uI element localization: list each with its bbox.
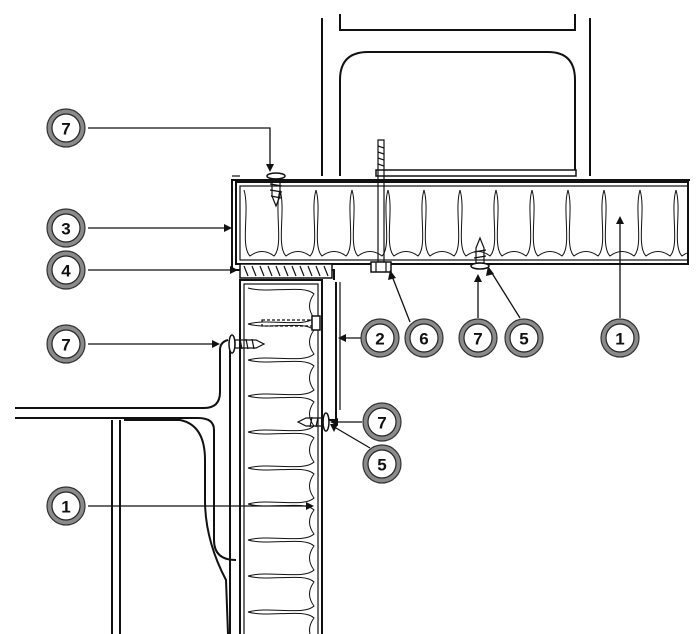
roof-insulated-panel	[235, 181, 689, 265]
callout-7-left: 7	[46, 324, 86, 364]
callout-7-right: 7	[362, 402, 402, 442]
callout-1-right: 1	[600, 318, 640, 358]
callout-number: 3	[61, 220, 70, 239]
callout-number: 7	[377, 414, 386, 433]
fastener-roof-left	[266, 172, 286, 208]
callout-number: 1	[615, 330, 624, 349]
callout-number: 6	[419, 330, 428, 349]
leader-lines	[88, 127, 624, 510]
callout-number: 7	[473, 330, 482, 349]
callout-7-mid: 7	[458, 318, 498, 358]
callout-number: 7	[61, 336, 70, 355]
callout-7-top: 7	[46, 108, 86, 148]
callout-6: 6	[404, 318, 444, 358]
callout-number: 4	[61, 262, 71, 281]
callout-3: 3	[46, 208, 86, 248]
fastener-through-bolt	[370, 139, 392, 273]
fastener-wall-right	[296, 412, 330, 432]
callout-number: 1	[61, 498, 70, 517]
callout-number: 7	[61, 120, 70, 139]
callout-number: 5	[519, 330, 528, 349]
wall-insulated-panel	[239, 279, 323, 634]
steel-beam-top	[321, 14, 591, 177]
fastener-wall-left	[228, 334, 266, 354]
steel-column-lower	[15, 339, 237, 634]
callout-2: 2	[360, 318, 400, 358]
callout-1-left: 1	[46, 486, 86, 526]
fastener-wall-upper	[261, 315, 321, 331]
callout-5-bottom: 5	[362, 444, 402, 484]
callout-5-top: 5	[504, 318, 544, 358]
closure-strip	[239, 263, 333, 279]
callout-4: 4	[46, 250, 86, 290]
callout-number: 2	[375, 330, 384, 349]
callout-number: 5	[377, 456, 386, 475]
fastener-roof-underside	[470, 236, 490, 270]
